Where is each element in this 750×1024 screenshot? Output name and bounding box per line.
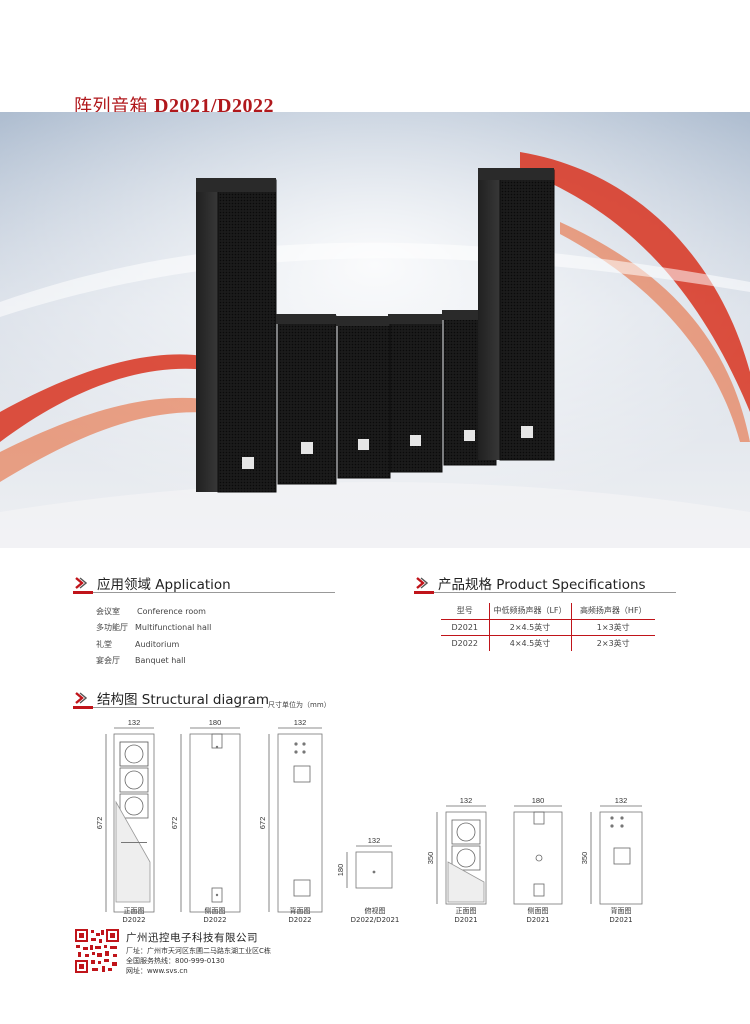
dim-d2021-back-width: 132 bbox=[615, 796, 628, 805]
website-link[interactable]: 网址：www.svs.cn bbox=[126, 967, 188, 975]
unit-note: 尺寸单位为（mm） bbox=[268, 701, 331, 709]
dim-d2022-side-width: 180 bbox=[209, 718, 222, 727]
company-name: 广州迅控电子科技有限公司 bbox=[126, 932, 258, 944]
qr-code-icon[interactable] bbox=[74, 928, 120, 974]
specs-rule bbox=[414, 591, 676, 594]
dim-d2022-front-width: 132 bbox=[128, 718, 141, 727]
service-hotline: 全国服务热线：800-999-0130 bbox=[126, 957, 225, 965]
dim-top-width: 132 bbox=[368, 836, 381, 845]
structure-rule bbox=[73, 706, 263, 709]
dim-d2022-side-height: 672 bbox=[170, 817, 179, 830]
dim-d2021-side-width: 180 bbox=[532, 796, 545, 805]
dim-d2022-front-height: 672 bbox=[95, 817, 104, 830]
chevron-right-icon bbox=[75, 692, 87, 704]
speaker-short-3 bbox=[388, 314, 443, 473]
application-rule bbox=[73, 591, 335, 594]
structure-heading: 结构图 Structural diagram bbox=[73, 688, 269, 708]
table-row: D2022 4×4.5英寸 2×3英寸 bbox=[441, 635, 655, 651]
specs-heading: 产品规格 Product Specifications bbox=[414, 573, 646, 593]
speaker-short-1 bbox=[276, 314, 337, 485]
dim-d2022-back-width: 132 bbox=[294, 718, 307, 727]
specs-title: 产品规格 Product Specifications bbox=[438, 577, 646, 593]
table-header-row: 型号 中低频扬声器（LF） 高频扬声器（HF） bbox=[441, 603, 655, 620]
speaker-short-2 bbox=[336, 316, 391, 479]
company-address: 厂址：广州市天河区东圃二马路东湖工业区C栋 bbox=[126, 947, 271, 955]
dim-top-height: 180 bbox=[336, 864, 345, 877]
application-heading: 应用领域 Application bbox=[73, 573, 231, 593]
title-model: D2021/D2022 bbox=[154, 95, 274, 117]
structure-title: 结构图 Structural diagram bbox=[97, 692, 270, 708]
speaker-tall-left bbox=[196, 178, 277, 493]
structural-diagrams: 132 180 132 132 132 180 132 672 672 672 … bbox=[95, 718, 643, 913]
table-row: D2021 2×4.5英寸 1×3英寸 bbox=[441, 619, 655, 636]
spec-table: 型号 中低频扬声器（LF） 高频扬声器（HF） D2021 2×4.5英寸 1×… bbox=[441, 603, 655, 651]
dim-d2021-front-height: 350 bbox=[426, 852, 435, 865]
dim-d2022-back-height: 672 bbox=[258, 817, 267, 830]
chevron-right-icon bbox=[75, 577, 87, 589]
title-cn: 阵列音箱 bbox=[74, 96, 148, 117]
hero-product-image bbox=[0, 112, 750, 548]
hero-illustration bbox=[0, 112, 750, 548]
page-title: 阵列音箱 D2021/D2022 bbox=[74, 92, 274, 118]
dim-d2021-back-height: 350 bbox=[580, 852, 589, 865]
chevron-right-icon bbox=[416, 577, 428, 589]
dim-d2021-front-width: 132 bbox=[460, 796, 473, 805]
application-title: 应用领域 Application bbox=[97, 577, 231, 593]
speaker-tall-right bbox=[478, 168, 555, 461]
